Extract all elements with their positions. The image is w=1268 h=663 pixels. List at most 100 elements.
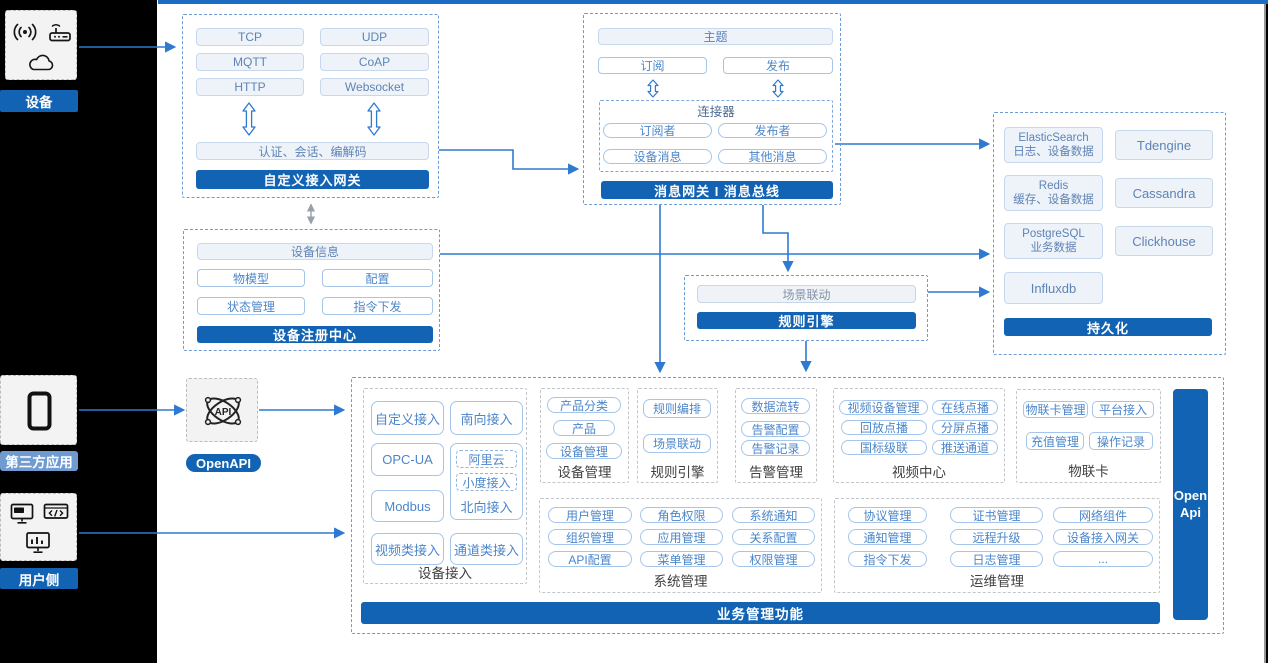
push-channel: 推送通道 <box>932 440 998 455</box>
protocol-websocket: Websocket <box>320 78 429 96</box>
custom-access: 自定义接入 <box>371 401 444 435</box>
third-party-icon-box <box>0 375 77 445</box>
protocol-http: HTTP <box>196 78 304 96</box>
app-mgmt: 应用管理 <box>640 529 723 545</box>
persistence-box <box>993 112 1226 355</box>
relation-config: 关系配置 <box>732 529 815 545</box>
store-elasticsearch: ElasticSearch 日志、设备数据 <box>1004 127 1103 163</box>
updown-arrow-icon <box>772 79 784 98</box>
device-icon-box <box>5 10 77 80</box>
gb-cascade: 国标级联 <box>841 440 927 455</box>
protocol-tcp: TCP <box>196 28 304 46</box>
phone-icon <box>27 391 52 431</box>
config: 配置 <box>322 269 433 287</box>
user-side-label: 用户侧 <box>0 568 78 589</box>
open-api-bar: Open Api <box>1173 389 1208 620</box>
section-video-center <box>833 388 1005 483</box>
platform-access: 平台接入 <box>1092 401 1154 418</box>
code-icon <box>43 503 69 519</box>
notice-mgmt: 通知管理 <box>848 529 927 545</box>
topic: 主题 <box>598 28 833 45</box>
status-mgmt: 状态管理 <box>197 297 305 315</box>
cloud-icon <box>29 54 54 71</box>
south-access: 南向接入 <box>450 401 523 435</box>
connector-box <box>599 100 833 172</box>
alarm-config: 告警配置 <box>741 421 810 437</box>
api-config: API配置 <box>548 551 632 567</box>
data-flow: 数据流转 <box>741 398 810 414</box>
recharge-mgmt: 充值管理 <box>1026 432 1084 450</box>
device-mgmt-title: 设备管理 <box>557 464 612 480</box>
store-clickhouse: Clickhouse <box>1115 226 1213 256</box>
openapi-icon-box: API <box>186 378 258 442</box>
command-dispatch-ops: 指令下发 <box>848 551 927 567</box>
user-mgmt: 用户管理 <box>548 507 632 523</box>
playback: 回放点播 <box>841 420 927 435</box>
custom-gateway-title: 自定义接入网关 <box>196 170 429 189</box>
section-device-access <box>363 388 527 584</box>
subscriber: 订阅者 <box>603 123 712 138</box>
north-access-label: 北向接入 <box>460 499 513 515</box>
third-party-label: 第三方应用 <box>0 451 78 471</box>
publisher: 发布者 <box>718 123 827 138</box>
network-component: 网络组件 <box>1053 507 1153 523</box>
video-access: 视频类接入 <box>371 533 444 565</box>
alarm-title: 告警管理 <box>749 464 803 480</box>
protocol-mqtt: MQTT <box>196 53 304 71</box>
modbus: Modbus <box>371 490 444 522</box>
xiaodu-access: 小度接入 <box>456 473 517 491</box>
log-mgmt: 日志管理 <box>950 551 1043 567</box>
updown-arrow-icon <box>647 79 659 98</box>
svg-text:API: API <box>215 407 232 418</box>
publish: 发布 <box>723 57 833 74</box>
scene-linkage: 场景联动 <box>697 285 916 303</box>
section-rule-engine <box>637 388 718 483</box>
product-category: 产品分类 <box>547 397 621 413</box>
opc-ua: OPC-UA <box>371 443 444 476</box>
device-message: 设备消息 <box>603 149 712 164</box>
product: 产品 <box>553 420 615 436</box>
device-info: 设备信息 <box>197 243 433 260</box>
rule-engine-box <box>684 275 928 341</box>
cert-mgmt: 证书管理 <box>950 507 1043 523</box>
permission-mgmt: 权限管理 <box>732 551 815 567</box>
device-access-gateway: 设备接入网关 <box>1053 529 1153 545</box>
scene-linkage-item: 场景联动 <box>643 434 711 453</box>
store-redis: Redis 缓存、设备数据 <box>1004 175 1103 211</box>
split-screen-play: 分屏点播 <box>932 420 998 435</box>
video-device-mgmt: 视频设备管理 <box>839 400 928 415</box>
openapi-label: OpenAPI <box>186 454 261 472</box>
protocol-udp: UDP <box>320 28 429 46</box>
connector-title: 连接器 <box>697 104 735 119</box>
store-postgresql: PostgreSQL 业务数据 <box>1004 223 1103 259</box>
user-side-icon-box <box>0 493 77 561</box>
platform-box <box>351 377 1224 634</box>
north-access-box <box>450 443 523 520</box>
section-device-mgmt <box>540 388 629 483</box>
app-icon <box>10 503 34 524</box>
rule-orchestration: 规则编排 <box>643 399 711 418</box>
persistence-title: 持久化 <box>1004 318 1212 336</box>
org-mgmt: 组织管理 <box>548 529 632 545</box>
online-play: 在线点播 <box>932 400 998 415</box>
section-system-mgmt <box>539 498 822 593</box>
menu-mgmt: 菜单管理 <box>640 551 723 567</box>
store-cassandra: Cassandra <box>1115 178 1213 208</box>
device-mgmt-item: 设备管理 <box>546 443 622 459</box>
device-label: 设备 <box>0 90 78 112</box>
thing-model: 物模型 <box>197 269 305 287</box>
iot-card-mgmt: 物联卡管理 <box>1023 401 1088 418</box>
rule-engine-title: 规则引擎 <box>697 312 916 329</box>
system-mgmt-title: 系统管理 <box>653 573 708 589</box>
chart-icon <box>26 532 50 553</box>
remote-upgrade: 远程升级 <box>950 529 1043 545</box>
ops-mgmt-title: 运维管理 <box>970 573 1024 589</box>
protocol-mgmt: 协议管理 <box>848 507 927 523</box>
updown-arrow-icon <box>367 102 381 136</box>
top-accent-line <box>158 0 1268 4</box>
custom-gateway-box <box>182 14 439 198</box>
operation-record: 操作记录 <box>1089 432 1153 450</box>
subscribe: 订阅 <box>598 57 707 74</box>
message-bus-box <box>583 13 841 205</box>
